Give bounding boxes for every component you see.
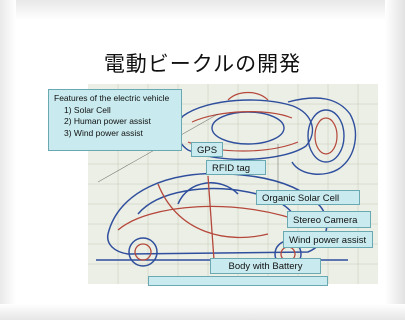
rfid-tag-label: RFID tag [206, 160, 266, 175]
features-heading: Features of the electric vehicle [54, 93, 170, 103]
wind-power-assist-label: Wind power assist [283, 231, 373, 248]
left-shadow [0, 0, 16, 320]
bottom-callout-strip [148, 276, 328, 286]
features-box: Features of the electric vehicle 1) Sola… [48, 89, 182, 151]
vehicle-sketch-image [88, 84, 378, 284]
stereo-camera-label: Stereo Camera [287, 211, 371, 228]
right-shadow [385, 0, 405, 320]
feature-item: 1) Solar Cell [64, 104, 111, 115]
organic-solar-cell-label: Organic Solar Cell [256, 190, 360, 205]
feature-item: 2) Human power assist [64, 116, 151, 126]
body-with-battery-label: Body with Battery [210, 258, 321, 274]
slide-title: 電動ビークルの開発 [103, 52, 302, 76]
gps-label: GPS [191, 142, 223, 157]
feature-item: 3) Wind power assist [64, 127, 143, 138]
bottom-shadow [0, 304, 405, 320]
top-shadow [0, 0, 405, 20]
